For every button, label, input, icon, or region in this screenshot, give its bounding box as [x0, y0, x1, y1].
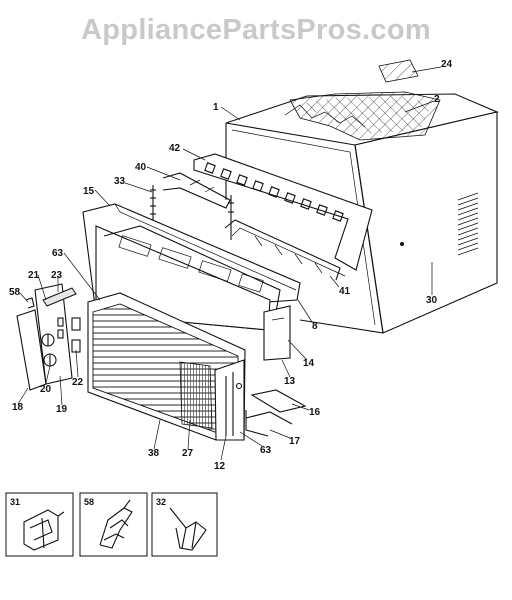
callout-20: 20 [40, 384, 52, 395]
callout-38: 38 [148, 448, 160, 459]
cabinet [225, 91, 499, 334]
watermark: AppliancePartsPros.com [81, 14, 431, 46]
callout-63-bottom: 63 [260, 445, 272, 456]
angled-strip [162, 172, 231, 209]
inset-label-58: 58 [84, 497, 94, 507]
callout-2: 2 [434, 94, 440, 105]
callout-12: 12 [214, 461, 226, 472]
front-grille [87, 292, 246, 441]
callout-19: 19 [56, 404, 68, 415]
callout-labels: 1 2 24 42 40 33 15 63 21 23 58 22 20 19 … [9, 59, 453, 472]
callout-41: 41 [339, 286, 351, 297]
callout-16: 16 [309, 407, 321, 418]
callout-40: 40 [135, 162, 147, 173]
inset-boxes: 31 58 32 [5, 492, 218, 557]
callout-63-top: 63 [52, 248, 64, 259]
leader-lines [17, 66, 442, 461]
callout-18: 18 [12, 402, 24, 413]
control-panel [16, 283, 81, 391]
callout-22: 22 [72, 377, 84, 388]
callout-23: 23 [51, 270, 63, 281]
inset-label-31: 31 [10, 497, 20, 507]
callout-58: 58 [9, 287, 21, 298]
callout-42: 42 [169, 143, 181, 154]
callout-1: 1 [213, 102, 219, 113]
callout-8: 8 [312, 321, 318, 332]
callout-33: 33 [114, 176, 126, 187]
callout-24: 24 [441, 59, 453, 70]
inset-part-32 [169, 507, 207, 551]
inset-label-32: 32 [156, 497, 166, 507]
inset-part-58 [99, 499, 133, 549]
callout-30: 30 [426, 295, 438, 306]
callout-13: 13 [284, 376, 296, 387]
callout-14: 14 [303, 358, 315, 369]
inset-part-31 [23, 509, 65, 551]
base-pieces [245, 389, 307, 437]
screw-strip [150, 185, 234, 240]
callout-21: 21 [28, 270, 40, 281]
callout-27: 27 [182, 448, 194, 459]
label-plate [378, 59, 419, 83]
callout-17: 17 [289, 436, 301, 447]
callout-15: 15 [83, 186, 95, 197]
top-rail [193, 153, 373, 281]
